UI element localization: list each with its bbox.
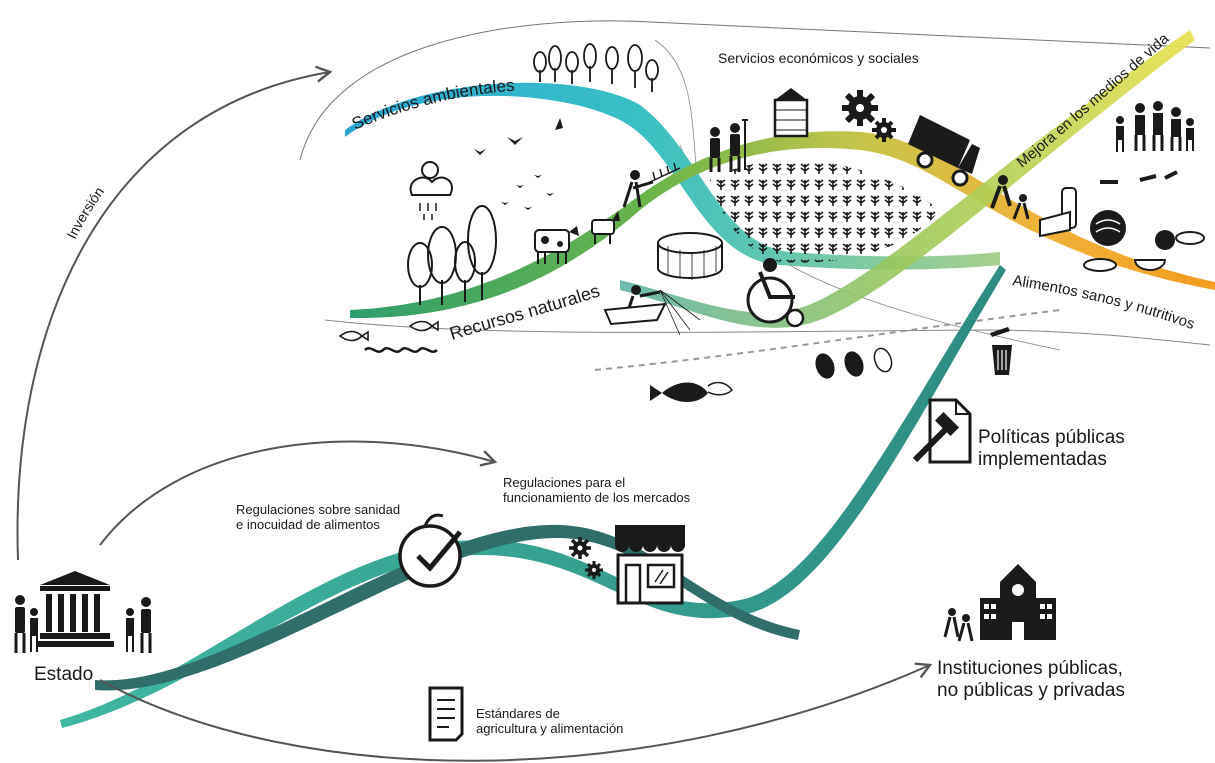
tree-icon [533,43,659,92]
flow-servicios-economicos [620,30,1195,328]
flow-label-alimentos-sanos: Alimentos sanos y nutritivos [1011,272,1196,333]
politicas-publicas-label: Políticas públicas implementadas [978,427,1125,472]
fish-icon [338,320,439,342]
regulaciones-mercados-label: Regulaciones para el funcionamiento de l… [503,475,690,506]
instituciones-line-1: Instituciones públicas, [937,658,1123,679]
flow-label-mejora-medios-vida: Mejora en los medios de vida [1014,30,1173,171]
standards-arrow [99,662,933,762]
politicas-line-1: Políticas públicas [978,427,1125,448]
food-icon [1039,170,1205,272]
fish-farm-icon [657,232,723,280]
fishing-boat-icon [603,285,701,336]
investment-label: Inversión [63,184,107,242]
checklist-document-icon [428,686,464,742]
farm-couple-icon [709,119,748,172]
family-icon [14,595,152,653]
regulation-arrow [99,440,498,546]
system-outline [299,20,1211,161]
regulaciones-sanidad-line-1: Regulaciones sobre sanidad [236,502,401,517]
regulaciones-mercados-line-1: Regulaciones para el [503,475,626,490]
water-icon [364,347,438,353]
government-building-icon [36,571,114,647]
market-stall-icon [615,525,685,605]
politicas-line-2: implementadas [978,449,1107,471]
flow-politicas [60,265,1006,728]
estandares-label: Estándares de agricultura y alimentación [476,706,623,737]
instituciones-line-2: no públicas y privadas [937,680,1125,702]
tree-icon [407,205,497,305]
investment-arrow [16,65,333,561]
estandares-line-1: Estándares de [476,706,560,721]
flow-servicios-ambientales [345,82,1000,270]
crop-field-icon [710,160,940,263]
regulaciones-mercados-line-2: funcionamiento de los mercados [503,490,691,506]
system-outline-bottom [324,319,1211,346]
family-icon [1116,101,1194,152]
cloud-rain-icon [409,161,453,220]
cow-icon [534,226,579,264]
family-icon [990,175,1030,220]
truck-icon [908,115,980,187]
trash-can-icon [990,327,1012,375]
silo-icon [773,88,809,138]
estado-label: Estado [34,664,94,685]
goat-icon [591,211,620,244]
regulaciones-sanidad-label: Regulaciones sobre sanidad e inocuidad d… [236,502,400,533]
document-gavel-icon [912,398,972,464]
school-icon [980,564,1056,640]
servicios-economicos-label: Servicios económicos y sociales [718,50,919,66]
apple-check-icon [398,513,462,588]
tractor-farmer-icon [746,258,805,328]
gear-icon [842,90,896,142]
family-icon [943,608,974,642]
instituciones-label: Instituciones públicas, no públicas y pr… [937,658,1125,703]
fish-waste-icon [650,381,733,402]
farmer-icon [622,162,681,208]
gear-icon [569,537,603,579]
beans-icon [815,347,893,379]
estandares-line-2: agricultura y alimentación [476,721,624,737]
flow-label-servicios-ambientales: Servicios ambientales [349,76,515,134]
regulaciones-sanidad-line-2: e inocuidad de alimentos [236,517,380,533]
butterfly-icon [474,118,563,210]
waste-line [594,309,1061,371]
